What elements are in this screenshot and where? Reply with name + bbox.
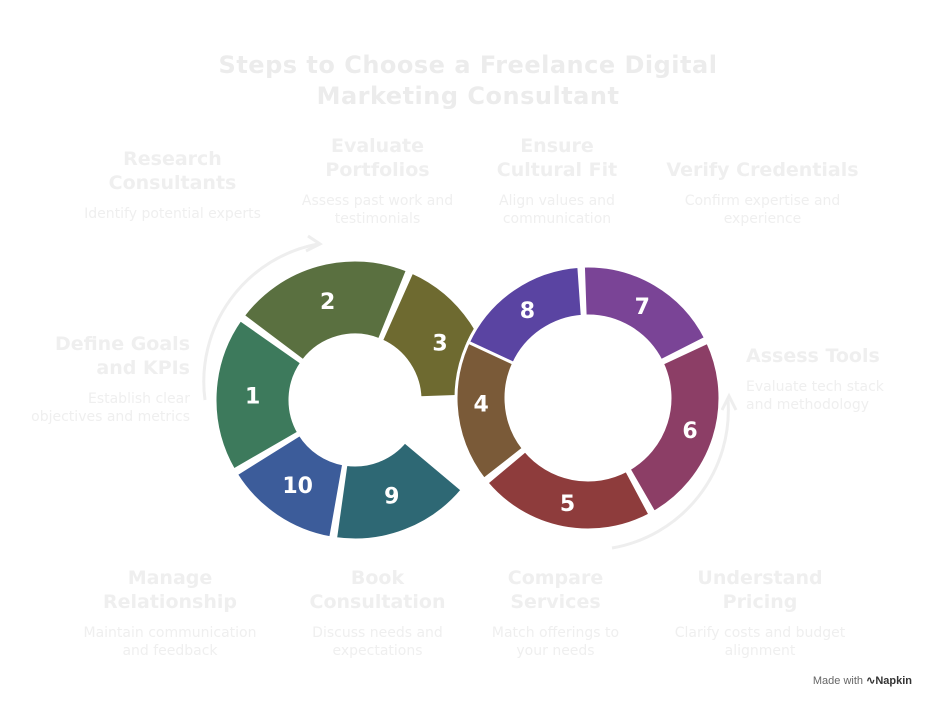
step-2-heading: Research Consultants [108, 148, 237, 194]
step-7-desc: Confirm expertise and experience [684, 193, 841, 227]
step-4-desc: Match offerings to your needs [491, 625, 620, 659]
watermark-brand: Napkin [875, 675, 912, 687]
step-number-7: 7 [635, 295, 650, 320]
step-number-4: 4 [473, 393, 488, 418]
flow-arrow-left-head [305, 234, 323, 253]
step-2-desc: Identify potential experts [84, 206, 261, 222]
label-define-goals: Define Goals and KPIs Establish clear ob… [20, 332, 190, 426]
step-number-10: 10 [282, 474, 313, 499]
step-number-8: 8 [520, 299, 535, 324]
label-manage-relationship: Manage Relationship Maintain communicati… [75, 566, 265, 660]
step-10-heading: Manage Relationship [103, 567, 237, 613]
diagram-title: Steps to Choose a Freelance Digital Mark… [0, 50, 936, 112]
ring-segment-10 [234, 432, 346, 540]
flow-arrows [202, 234, 738, 550]
napkin-logo: ∿Napkin [866, 675, 912, 687]
step-7-heading: Verify Credentials [666, 159, 859, 181]
ring-segment-1 [213, 317, 304, 473]
ring-segment-7 [581, 264, 708, 363]
step-1-heading: Define Goals and KPIs [54, 333, 190, 379]
label-verify-credentials: Verify Credentials Confirm expertise and… [660, 158, 865, 228]
title-line-1: Steps to Choose a Freelance Digital [218, 51, 718, 79]
step-1-desc: Establish clear objectives and metrics [31, 391, 190, 425]
step-number-9: 9 [384, 485, 399, 510]
napkin-watermark: Made with ∿Napkin [813, 674, 912, 687]
step-number-6: 6 [682, 419, 697, 444]
flow-arrow-left [202, 242, 319, 401]
step-9-heading: Book Consultation [309, 567, 446, 613]
step-6-desc: Evaluate tech stack and methodology [746, 379, 884, 413]
step-3-desc: Assess past work and testimonials [301, 193, 454, 227]
step-number-2: 2 [320, 290, 335, 315]
watermark-prefix: Made with [812, 675, 864, 687]
label-compare-services: Compare Services Match offerings to your… [478, 566, 633, 660]
ring-segment-5 [484, 448, 652, 532]
ring-segment-9 [333, 439, 465, 542]
label-ensure-cultural-fit: Ensure Cultural Fit Align values and com… [482, 134, 632, 228]
label-assess-tools: Assess Tools Evaluate tech stack and met… [746, 344, 906, 414]
ring-segment-2 [241, 258, 410, 363]
title-line-2: Marketing Consultant [316, 82, 620, 110]
step-number-1: 1 [245, 385, 260, 410]
step-5-desc: Clarify costs and budget alignment [674, 625, 846, 659]
label-book-consultation: Book Consultation Discuss needs and expe… [300, 566, 455, 660]
label-understand-pricing: Understand Pricing Clarify costs and bud… [665, 566, 855, 660]
step-3-heading: Evaluate Portfolios [325, 135, 430, 181]
flow-arrow-right [611, 399, 730, 550]
step-10-desc: Maintain communication and feedback [83, 625, 257, 659]
step-8-heading: Ensure Cultural Fit [496, 135, 618, 181]
ring-segment-6 [626, 340, 722, 515]
label-evaluate-portfolios: Evaluate Portfolios Assess past work and… [300, 134, 455, 228]
label-research-consultants: Research Consultants Identify potential … [70, 147, 275, 223]
step-8-desc: Align values and communication [499, 193, 615, 227]
flow-arrow-right-head [720, 392, 738, 411]
step-6-heading: Assess Tools [746, 345, 880, 367]
step-9-desc: Discuss needs and expectations [312, 625, 443, 659]
ring-segment-8 [466, 264, 584, 366]
step-number-5: 5 [560, 492, 575, 517]
step-5-heading: Understand Pricing [697, 567, 823, 613]
step-number-3: 3 [432, 332, 447, 357]
step-4-heading: Compare Services [507, 567, 604, 613]
